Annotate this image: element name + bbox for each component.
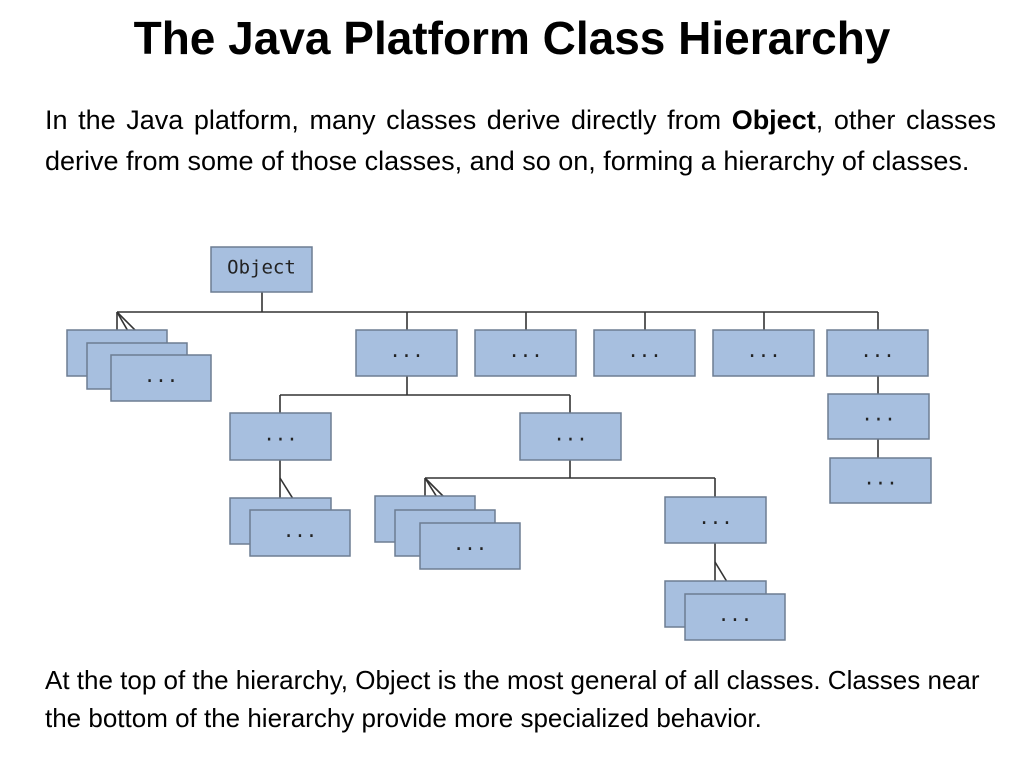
class-node-label: ...	[508, 340, 542, 362]
class-node: ...	[826, 329, 929, 377]
object-node: Object	[210, 246, 313, 293]
class-node-label: ...	[860, 340, 894, 362]
class-node: ...	[712, 329, 815, 377]
class-node-label: ...	[746, 340, 780, 362]
class-node: ...	[827, 393, 930, 440]
slide-title: The Java Platform Class Hierarchy	[133, 12, 891, 64]
class-node: ...	[664, 496, 767, 544]
class-node: ...	[593, 329, 696, 377]
class-node-label: ...	[144, 365, 178, 387]
class-node-label: ...	[698, 507, 732, 529]
class-node: ...	[419, 522, 521, 570]
class-node: ...	[110, 354, 212, 402]
class-node: ...	[519, 412, 622, 461]
class-node: ...	[684, 593, 786, 641]
intro-text-end: , other classes derive from some of thos…	[45, 105, 997, 176]
class-node: ...	[249, 509, 351, 557]
intro-paragraph: In the Java platform, many classes deriv…	[45, 100, 996, 182]
intro-bold-object: Object	[731, 105, 816, 135]
class-node-label: ...	[718, 604, 752, 626]
class-node: ...	[355, 329, 458, 377]
hierarchy-nodes: Object..................................…	[66, 246, 932, 641]
class-node: ...	[474, 329, 577, 377]
class-node-label: ...	[863, 468, 897, 490]
class-node-label: ...	[861, 404, 895, 426]
class-node: ...	[229, 412, 332, 461]
class-node-label: ...	[627, 340, 661, 362]
class-node-label: ...	[283, 520, 317, 542]
class-node-label: ...	[263, 424, 297, 446]
class-node: ...	[829, 457, 932, 504]
class-node-label: ...	[389, 340, 423, 362]
class-node-label: ...	[553, 424, 587, 446]
outro-paragraph: At the top of the hierarchy, Object is t…	[45, 665, 980, 733]
intro-text-start: In the Java platform, many classes deriv…	[45, 105, 732, 135]
class-node-label: ...	[453, 533, 487, 555]
class-node-label: Object	[227, 257, 296, 279]
